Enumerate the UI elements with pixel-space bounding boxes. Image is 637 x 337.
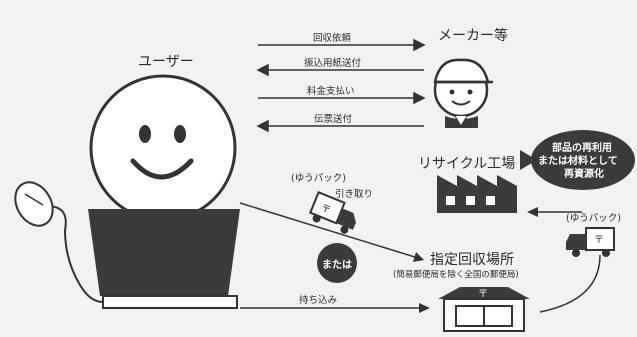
computer (14, 181, 240, 309)
arrow-yupack-right (539, 254, 601, 313)
mouse-button-line (24, 193, 44, 206)
post-office-mark: 〒 (478, 289, 488, 300)
truck-right-icon: 〒 (566, 227, 615, 257)
arrow-to-factory-head (527, 207, 538, 217)
truck-left-wheel-1 (312, 214, 321, 223)
truck-left-post-mark: 〒 (319, 203, 332, 217)
recycle-badge-line1: 部品の再利用 (552, 143, 612, 154)
factory-icon (437, 175, 517, 213)
yupack-right-label: (ゆうパック) (566, 213, 621, 224)
arrow-bring-in-head (419, 303, 430, 313)
or-badge (317, 243, 357, 283)
arrow-transfer-form-head (256, 63, 269, 77)
truck-right-cab (566, 234, 586, 250)
truck-left-icon: 〒 (309, 190, 356, 234)
arrow-pickup (239, 202, 419, 259)
factory-window-2 (466, 196, 475, 205)
recycle-badge-pointer (520, 150, 537, 170)
yupack-left-label: (ゆうパック) (291, 173, 346, 184)
maker-left-eye (449, 89, 455, 95)
truck-left-cab (336, 208, 356, 230)
or-label: または (322, 260, 352, 271)
recycle-factory-label: リサイクル工場 (418, 156, 516, 172)
maker-right-eye (467, 89, 473, 95)
recycle-badge-line2: または材料として (538, 156, 618, 167)
user-face (89, 74, 237, 222)
arrow-payment-head (413, 91, 426, 105)
computer-monitor (88, 209, 240, 296)
post-office-icon (438, 287, 530, 332)
mouse-cable (44, 204, 104, 303)
user-right-eye (174, 125, 186, 143)
arrow-collection-request-head (413, 38, 426, 52)
maker-smile (451, 100, 471, 106)
maker-cap (433, 58, 490, 84)
truck-right-wheel-2 (602, 249, 610, 257)
user-smile (130, 158, 194, 180)
factory-window-1 (446, 196, 455, 205)
bring-in-label: 持ち込み (299, 295, 338, 306)
collection-request-label: 回収依頼 (313, 33, 352, 44)
slip-label: 伝票送付 (314, 114, 353, 125)
computer-keyboard (102, 295, 238, 309)
mouse-icon (14, 181, 54, 227)
arrow-pickup-head (413, 252, 424, 262)
arrow-slip-head (256, 119, 269, 133)
user-left-eye (139, 125, 151, 143)
payment-label: 料金支払い (307, 86, 355, 97)
maker-tie (454, 115, 468, 127)
recycle-badge-bg (531, 130, 635, 190)
truck-right-post-mark: 〒 (594, 235, 604, 246)
pickup-label: 引き取り (335, 189, 374, 200)
arrows-user-maker (256, 38, 426, 133)
recycle-badge (520, 130, 635, 190)
designated-site-label: 指定回収場所 (430, 252, 514, 268)
designated-site-note: (簡易郵便局を除く全国の郵便局) (393, 270, 519, 280)
factory-window-3 (486, 196, 495, 205)
user-face-outline (89, 74, 237, 222)
factory-building (437, 175, 517, 213)
truck-right-wheel-1 (572, 249, 580, 257)
truck-left-wheel-2 (340, 225, 349, 234)
transfer-form-label: 振込用紙送付 (304, 58, 362, 69)
maker-person (433, 58, 493, 128)
user-label: ユーザー (138, 54, 194, 70)
maker-label: メーカー等 (438, 28, 508, 44)
post-office-roof (438, 287, 530, 299)
recycle-badge-line3: 再資源化 (564, 169, 604, 180)
